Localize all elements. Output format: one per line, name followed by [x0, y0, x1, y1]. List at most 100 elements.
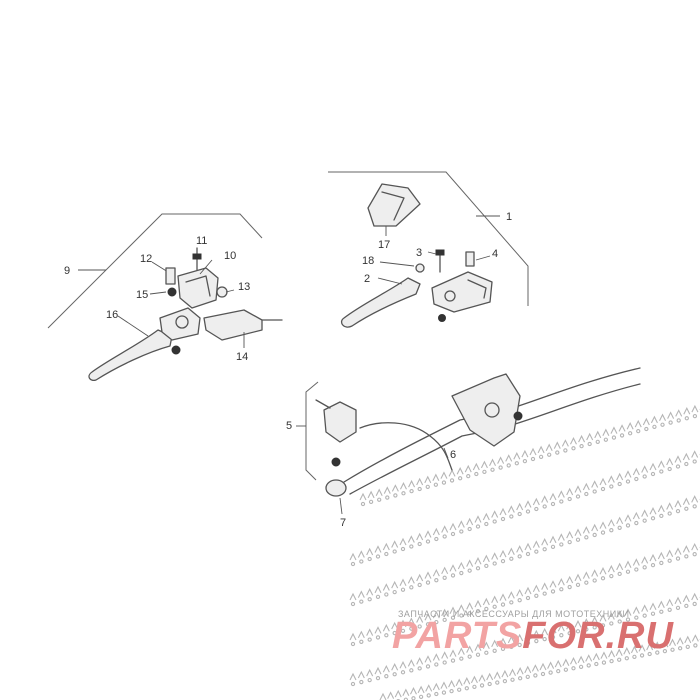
- chain-link: [555, 450, 560, 455]
- chain-tooth: [432, 527, 440, 536]
- chain-link: [411, 696, 416, 700]
- chain-link: [575, 629, 581, 634]
- chain-link: [459, 570, 464, 576]
- callout-6: 6: [450, 449, 456, 461]
- chain-tooth: [624, 608, 632, 616]
- chain-link: [692, 459, 697, 464]
- chain-tooth: [524, 586, 532, 595]
- chain-tooth: [486, 672, 494, 681]
- chain-tooth: [466, 602, 474, 610]
- chain-link: [522, 458, 528, 464]
- chain-link: [467, 611, 472, 616]
- housing-edge: [185, 275, 211, 297]
- chain-link: [442, 660, 447, 665]
- chain-tooth: [472, 462, 480, 471]
- chain-tooth: [482, 554, 490, 563]
- chain-tooth: [408, 479, 416, 488]
- chain-link: [534, 549, 539, 554]
- chain-link: [359, 599, 364, 604]
- part-6-cable: [359, 422, 453, 471]
- chain-link: [675, 556, 681, 561]
- chain-link: [484, 606, 489, 612]
- chain-link: [509, 556, 514, 561]
- chain-link: [425, 580, 431, 585]
- chain-tooth: [441, 651, 449, 659]
- chain-link: [502, 678, 508, 684]
- chain-tooth: [374, 585, 382, 594]
- chain-tooth: [470, 675, 478, 684]
- chain-tooth: [529, 447, 537, 456]
- chain-link: [450, 615, 456, 620]
- callout-labels: 9 11 10 12 13 15 16 14 1 17 3 4 18 2 5 6…: [64, 211, 512, 529]
- chain-link: [619, 433, 625, 438]
- chain-link: [617, 619, 622, 624]
- chain-link: [459, 529, 464, 534]
- chain-link: [525, 674, 530, 680]
- chain-link: [495, 680, 500, 685]
- part-15-nut: [167, 287, 177, 297]
- chain-tooth: [591, 523, 599, 532]
- chain-tooth: [638, 644, 646, 652]
- chain-tooth: [424, 655, 432, 663]
- chain-tooth: [425, 684, 433, 692]
- chain-link: [692, 413, 698, 419]
- chain-tooth: [569, 657, 577, 665]
- chain-tooth: [507, 591, 515, 599]
- chain-link: [595, 439, 600, 445]
- chain-link: [498, 465, 503, 470]
- chain-tooth: [531, 664, 539, 672]
- chain-link: [600, 623, 606, 628]
- chain-tooth: [374, 545, 382, 553]
- chain-link: [571, 446, 576, 451]
- chain-tooth: [457, 561, 465, 570]
- chain-link: [600, 530, 606, 535]
- chain-link: [384, 674, 389, 679]
- chain-link: [639, 653, 645, 658]
- chain-tooth: [402, 688, 410, 696]
- chain-tooth: [553, 441, 561, 449]
- chain-tooth: [557, 490, 565, 498]
- chain-link: [442, 575, 447, 580]
- group-5-bracket: [305, 381, 319, 481]
- callout-16: 16: [106, 309, 118, 321]
- chain-link: [530, 456, 536, 462]
- chain-tooth: [591, 569, 599, 577]
- chain-tooth: [683, 407, 691, 415]
- chain-tooth: [539, 662, 547, 671]
- chain-link: [692, 601, 697, 607]
- chain-link: [567, 584, 572, 590]
- chain-tooth: [545, 443, 553, 451]
- chain-tooth: [516, 545, 524, 553]
- chain-link: [667, 607, 672, 612]
- chain-tooth: [359, 492, 367, 501]
- chain-tooth: [457, 647, 465, 655]
- part-10-lever-housing: [177, 267, 219, 309]
- chain-tooth: [649, 602, 657, 610]
- chain-tooth: [382, 542, 390, 551]
- chain-link: [417, 486, 422, 492]
- chain-tooth: [566, 622, 574, 630]
- chain-tooth: [491, 552, 499, 560]
- callout-13: 13: [238, 281, 250, 293]
- chain-link: [603, 437, 609, 442]
- chain-link: [479, 683, 485, 688]
- chain-link: [667, 511, 672, 516]
- chain-tooth: [432, 653, 440, 661]
- chain-tooth: [357, 670, 365, 679]
- chain-tooth: [602, 428, 610, 436]
- chain-link: [609, 658, 614, 664]
- leader-13: [225, 289, 235, 293]
- chain-link: [692, 504, 697, 509]
- lever-nut: [171, 345, 181, 355]
- chain-link: [459, 656, 464, 661]
- chain-tooth: [383, 486, 391, 494]
- chain-link: [650, 471, 656, 477]
- callout-15: 15: [136, 289, 148, 301]
- chain-tooth: [407, 535, 415, 543]
- chain-link: [384, 633, 389, 638]
- chain-link: [434, 691, 439, 697]
- chain-link: [592, 625, 597, 630]
- callout-1: 1: [506, 211, 512, 223]
- chain-link: [684, 506, 689, 511]
